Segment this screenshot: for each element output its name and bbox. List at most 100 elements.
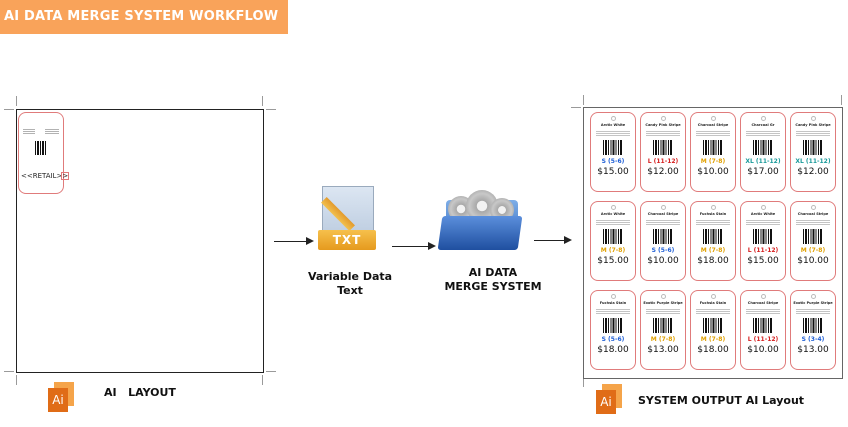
tag-info-lines — [596, 220, 630, 226]
tag-info-lines — [646, 220, 680, 226]
crop-mark — [262, 96, 263, 106]
tag-barcode — [603, 229, 623, 244]
crop-mark — [4, 109, 14, 110]
tag-size: XL (11-12) — [745, 158, 781, 165]
tag-barcode — [703, 229, 723, 244]
tag-hole — [761, 294, 766, 299]
output-tag: Charcoal Stripe S (5-6) $10.00 — [640, 201, 686, 281]
output-tag: Arctic White L (11-12) $15.00 — [740, 201, 786, 281]
tag-hole — [711, 294, 716, 299]
ai-layout-page — [16, 109, 264, 373]
tag-barcode — [803, 229, 823, 244]
template-barcode — [35, 141, 47, 155]
crop-mark — [571, 107, 581, 108]
tag-product-name: Candy Pink Stripe — [795, 123, 831, 127]
tag-hole — [611, 116, 616, 121]
tag-barcode — [803, 140, 823, 155]
tag-product-name: Fuchsia Stain — [599, 301, 627, 305]
illustrator-file-icon: Ai — [48, 382, 74, 412]
tag-size: L (11-12) — [747, 247, 779, 254]
tag-hole — [761, 116, 766, 121]
crop-mark — [266, 109, 276, 110]
crop-mark — [4, 371, 14, 372]
tag-product-name: Charcoal Stripe — [697, 123, 729, 127]
tag-price: $17.00 — [747, 167, 779, 177]
tag-hole — [711, 205, 716, 210]
tag-product-name: Charcoal Stripe — [647, 212, 679, 216]
tag-product-name: Arctic White — [600, 212, 626, 216]
illustrator-output-icon: Ai — [596, 384, 622, 414]
crop-mark — [583, 379, 584, 387]
tag-barcode — [753, 318, 773, 333]
tag-barcode — [603, 318, 623, 333]
tag-size: M (7-8) — [650, 336, 676, 343]
tag-product-name: Charcoal Stripe — [747, 301, 779, 305]
tag-barcode — [703, 318, 723, 333]
tag-size: M (7-8) — [700, 247, 726, 254]
tag-barcode — [653, 229, 673, 244]
template-tag: <<RETAIL>> — [18, 112, 69, 194]
tag-barcode — [703, 140, 723, 155]
tag-product-name: Arctic White — [600, 123, 626, 127]
output-tag: Charcoal Gr XL (11-12) $17.00 — [740, 112, 786, 192]
text-file-icon: TXT — [318, 186, 376, 254]
tag-size: XL (11-12) — [795, 158, 831, 165]
header-banner: AI DATA MERGE SYSTEM WORKFLOW — [0, 0, 288, 34]
ai-layout-label: AI LAYOUT — [104, 386, 176, 399]
tag-info-lines — [796, 131, 830, 137]
tag-size: S (5-6) — [601, 158, 625, 165]
tag-info-lines — [596, 131, 630, 137]
tag-size: S (5-6) — [601, 336, 625, 343]
tag-price: $18.00 — [697, 345, 729, 355]
tag-product-name: Charcoal Stripe — [797, 212, 829, 216]
tag-product-name: Arctic White — [750, 212, 776, 216]
tag-hole — [761, 205, 766, 210]
tag-barcode — [603, 140, 623, 155]
tag-product-name: Candy Pink Stripe — [645, 123, 681, 127]
tag-price: $18.00 — [597, 345, 629, 355]
tag-info-lines — [796, 220, 830, 226]
tag-info-lines — [746, 220, 780, 226]
variable-data-label: Variable Data Text — [307, 270, 393, 297]
tag-hole — [711, 116, 716, 121]
gear-folder-icon — [437, 190, 524, 252]
tag-price: $10.00 — [697, 167, 729, 177]
tag-price: $15.00 — [597, 167, 629, 177]
tag-barcode — [753, 140, 773, 155]
output-tag: Fuchsia Stain M (7-8) $18.00 — [690, 290, 736, 370]
tag-info-lines — [746, 131, 780, 137]
tag-size: M (7-8) — [600, 247, 626, 254]
tag-info-lines — [646, 131, 680, 137]
tag-price: $10.00 — [647, 256, 679, 266]
tag-info-lines — [796, 309, 830, 315]
tag-hole — [661, 294, 666, 299]
tag-info-lines — [746, 309, 780, 315]
tag-size: S (5-6) — [651, 247, 675, 254]
crop-mark — [16, 96, 17, 106]
tag-product-name: Fuchsia Stain — [699, 301, 727, 305]
merge-system-label: AI DATA MERGE SYSTEM — [444, 266, 542, 293]
tag-size: M (7-8) — [700, 336, 726, 343]
tag-size: L (11-12) — [747, 336, 779, 343]
tag-product-name: Fuchsia Stain — [699, 212, 727, 216]
tag-size: M (7-8) — [800, 247, 826, 254]
tag-barcode — [753, 229, 773, 244]
tag-hole — [811, 205, 816, 210]
output-tag: Arctic White S (5-6) $15.00 — [590, 112, 636, 192]
tag-size: S (3-4) — [801, 336, 825, 343]
tag-price: $15.00 — [747, 256, 779, 266]
tag-product-name: Charcoal Gr — [751, 123, 775, 127]
retail-field: <<RETAIL>> — [21, 172, 69, 180]
crop-mark — [583, 95, 584, 105]
tag-info-lines — [646, 309, 680, 315]
crop-mark — [841, 95, 842, 105]
crop-mark — [262, 375, 263, 385]
tag-info-lines — [696, 309, 730, 315]
